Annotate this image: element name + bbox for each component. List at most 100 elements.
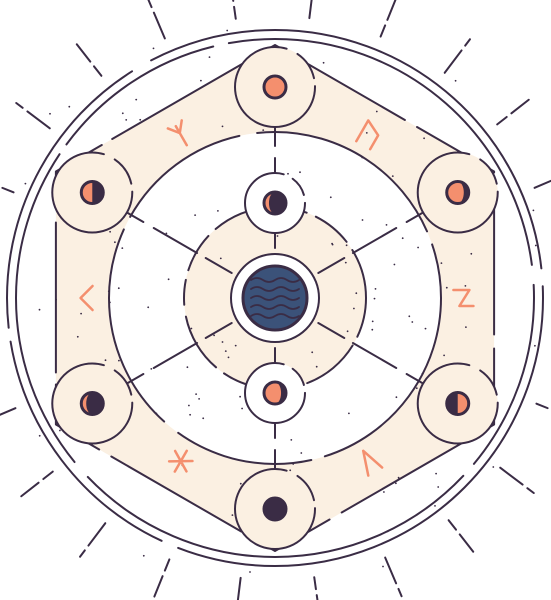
sun-ray (0, 185, 15, 194)
speckle (470, 252, 473, 255)
sun-ray (496, 96, 533, 126)
speckle (371, 328, 374, 331)
speckle (361, 156, 364, 159)
speckle (186, 366, 189, 369)
sun-ray (14, 101, 51, 130)
rune-stroke (452, 288, 475, 308)
speckle (117, 287, 120, 290)
speckle (194, 214, 197, 217)
sun-ray (73, 40, 103, 77)
sun-ray (0, 407, 17, 416)
speckle (276, 235, 279, 237)
speckle (202, 417, 205, 420)
speckle (38, 434, 41, 437)
planet-wave (250, 304, 300, 310)
speckle (437, 486, 440, 488)
planet-wave (250, 277, 300, 283)
speckle (118, 359, 120, 362)
speckle (385, 224, 388, 226)
moon-new (262, 496, 288, 522)
speckle (152, 47, 155, 50)
speckle (454, 79, 457, 82)
speckle (423, 137, 425, 140)
sun-ray (499, 466, 536, 495)
planet-icon (230, 253, 320, 343)
speckle (190, 327, 193, 330)
speckle (121, 112, 124, 115)
speckle (348, 412, 350, 415)
speckle (76, 335, 79, 338)
speckle (241, 407, 244, 410)
speckle (109, 230, 111, 233)
speckle (386, 530, 389, 533)
speckle (226, 29, 229, 32)
speckle (208, 56, 211, 58)
speckle (80, 312, 82, 315)
speckle (415, 387, 418, 390)
moon-shadow (268, 192, 286, 214)
orb-bottom (234, 468, 316, 550)
speckle (373, 297, 376, 300)
speckle (300, 452, 303, 454)
speckle (465, 326, 467, 328)
speckle (421, 372, 424, 375)
speckle (213, 334, 216, 337)
speckle (167, 278, 170, 281)
speckle (249, 571, 251, 573)
orb-top (234, 46, 316, 128)
speckle (411, 321, 414, 323)
speckle (322, 61, 325, 64)
speckle (55, 298, 57, 301)
speckle (344, 261, 347, 264)
sun-ray (232, 0, 237, 20)
speckle (391, 175, 394, 178)
sun-ray (308, 0, 313, 20)
speckle (155, 412, 158, 415)
sun-ray (152, 558, 171, 600)
speckle (224, 350, 227, 352)
sun-ray (147, 0, 166, 40)
rune-ur (355, 119, 380, 151)
hexagon-outline (54, 44, 496, 552)
orb-upper-left (51, 151, 134, 234)
speckle (534, 344, 536, 347)
speckle (464, 285, 467, 287)
speckle (227, 356, 230, 359)
rune-sowilo (452, 288, 475, 308)
speckle (104, 359, 107, 362)
speckle (382, 565, 384, 568)
rune-stroke (167, 449, 194, 473)
speckle (142, 554, 145, 557)
speckle (395, 396, 398, 399)
rune-stroke (166, 119, 189, 147)
speckle (290, 439, 293, 441)
moon-shadow (86, 392, 104, 415)
speckle (395, 482, 397, 485)
speckle (107, 290, 110, 293)
speckle (299, 171, 301, 174)
speckle (147, 306, 150, 309)
speckle (361, 219, 364, 221)
speckle (121, 247, 124, 250)
rune-lambda (361, 449, 384, 477)
sun-ray (78, 522, 107, 559)
outer-ring-inner (15, 38, 535, 558)
speckle (346, 330, 349, 333)
speckle (445, 286, 448, 289)
moon-shadow (457, 181, 469, 204)
moon-shadow (446, 392, 458, 415)
speckle (289, 469, 292, 472)
rune-algiz (166, 119, 189, 147)
speckle (49, 112, 51, 115)
rune-kaunan (79, 284, 94, 312)
speckle (135, 98, 138, 101)
planet-wave (250, 313, 300, 319)
speckle (231, 514, 234, 516)
orb-lower-left (51, 362, 134, 445)
orb-upper-right (416, 151, 499, 234)
rune-star (167, 449, 194, 473)
sun-ray (447, 519, 477, 556)
speckle (125, 119, 128, 121)
